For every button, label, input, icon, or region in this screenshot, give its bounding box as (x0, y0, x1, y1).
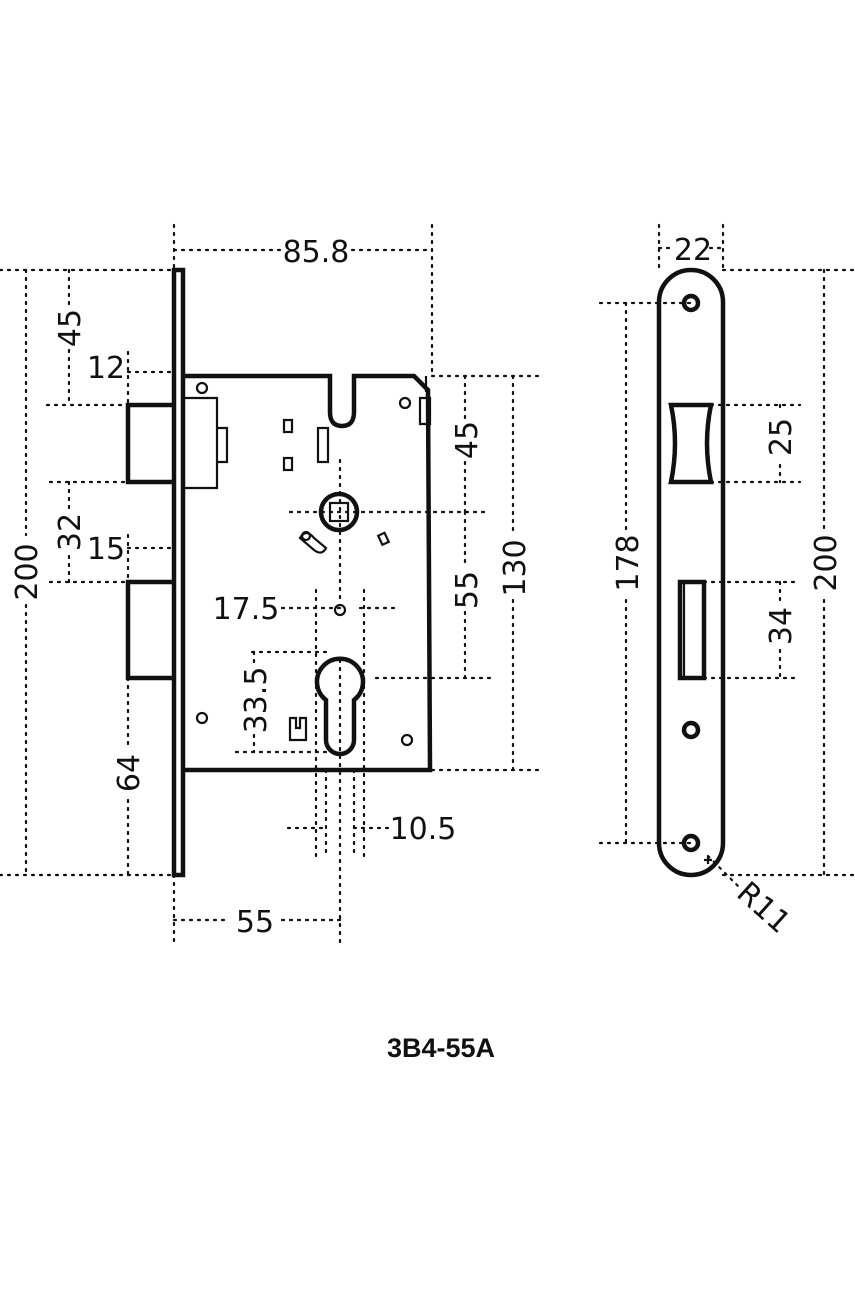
dim-latch-projection: 12 (87, 351, 125, 386)
dim-bolt-opening: 34 (764, 607, 799, 645)
dim-case-height: 130 (498, 539, 533, 596)
dim-spindle-to-cylinder: 55 (450, 571, 485, 609)
lever-slot (298, 531, 328, 554)
small-slot (376, 531, 391, 547)
dim-faceplate-height-side: 200 (809, 534, 844, 591)
faceplate-screw-hole (681, 293, 701, 313)
dim-faceplate-height-front: 200 (10, 543, 45, 600)
case-screw-hole (195, 381, 209, 395)
dim-latch-opening: 25 (764, 418, 799, 456)
cylinder-profile (314, 656, 366, 757)
dim-backset: 55 (236, 905, 274, 940)
latch-bolt (125, 402, 174, 485)
dim-cylinder-width: 10.5 (390, 812, 457, 847)
small-slot (282, 418, 294, 434)
dim-bolt-projection: 15 (87, 532, 125, 567)
case-screw-hole (195, 711, 209, 725)
lever-pivot (300, 530, 312, 542)
dim-cylinder-offset: 33.5 (239, 667, 274, 734)
faceplate-screw-hole (681, 720, 701, 740)
model-label: 3B4-55A (387, 1033, 495, 1063)
faceplate-screw-hole (681, 833, 701, 853)
dim-corner-radius: R11 (730, 875, 797, 941)
follower-hole (333, 603, 347, 617)
dim-spindle-cylinder-gap: 17.5 (213, 592, 280, 627)
latch-cam (183, 396, 219, 490)
front-view: 85.8 200 45 12 32 15 64 55 17.5 33.5 10.… (0, 223, 542, 947)
latch-opening (668, 402, 714, 485)
faceplate (171, 267, 186, 878)
dead-bolt (125, 579, 174, 681)
case-screw-hole (400, 733, 414, 747)
case-corner-clip (418, 396, 432, 426)
lock-case (183, 373, 433, 773)
dim-faceplate-width: 22 (674, 233, 712, 268)
dim-backset-bottom: 64 (112, 754, 147, 792)
faceplate-side (656, 267, 726, 878)
small-slot (316, 426, 330, 464)
dim-latch-to-bolt: 32 (53, 513, 88, 551)
bottom-tab (288, 716, 308, 742)
small-slot (282, 456, 294, 472)
dim-case-top-to-spindle: 45 (450, 421, 485, 459)
bolt-opening (677, 579, 707, 681)
case-screw-hole (398, 396, 412, 410)
dim-top-to-latch: 45 (53, 309, 88, 347)
dim-screw-spacing: 178 (611, 534, 646, 591)
latch-cam-tab (217, 426, 229, 464)
dim-width-total: 85.8 (283, 235, 350, 270)
side-view: 22 178 25 34 200 R11 (598, 223, 855, 941)
